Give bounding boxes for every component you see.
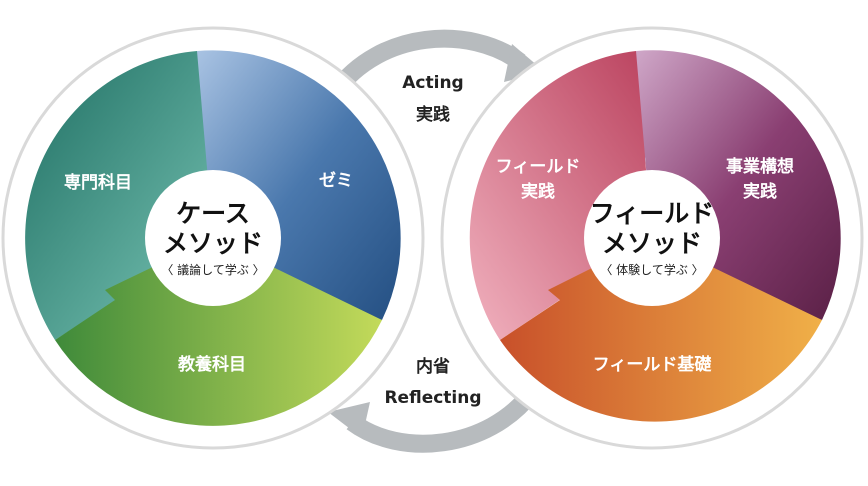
left-cycle: ケース メソッド 〈 議論して学ぶ 〉 専門科目 ゼミ 教養科目 (1, 26, 425, 450)
left-segment-kyoyo (55, 238, 382, 426)
right-hub-title-line2: メソッド (602, 229, 702, 258)
right-segment-field-jissen-label-line1: フィールド (496, 157, 581, 177)
right-hub-subtitle: 〈 体験して学ぶ 〉 (600, 262, 703, 277)
right-segment-field-kiso-label: フィールド基礎 (593, 354, 713, 375)
bottom-flow-label-line2: Reflecting (384, 388, 481, 408)
left-hub (145, 170, 281, 306)
right-hub-title-line1: フィールド (590, 199, 715, 228)
right-cycle: フィールド メソッド 〈 体験して学ぶ 〉 フィールド 実践 事業構想 実践 フ… (440, 26, 864, 450)
right-segment-jigyo-koso-label-line1: 事業構想 (726, 156, 794, 177)
left-segment-senmon (25, 51, 233, 340)
right-segment-field-jissen (469, 51, 668, 340)
top-flow-label-line2: 実践 (416, 104, 450, 125)
left-segment-kyoyo-label: 教養科目 (177, 354, 246, 375)
top-flow-label-line1: Acting (402, 73, 463, 93)
right-hub (584, 170, 720, 306)
bottom-connector-arrow (328, 386, 540, 453)
left-hub-title-line1: ケース (176, 199, 250, 228)
right-segment-jigyo-koso-label-line2: 実践 (743, 181, 777, 202)
bottom-flow-label-line1: 内省 (416, 356, 450, 377)
right-segment-field-kiso (500, 238, 822, 422)
left-segment-zemi-label: ゼミ (319, 170, 353, 191)
left-hub-subtitle: 〈 議論して学ぶ 〉 (161, 262, 264, 277)
left-segment-senmon-label: 専門科目 (64, 172, 132, 193)
right-segment-field-jissen-label-line2: 実践 (521, 181, 555, 202)
left-hub-title-line2: メソッド (163, 229, 263, 258)
